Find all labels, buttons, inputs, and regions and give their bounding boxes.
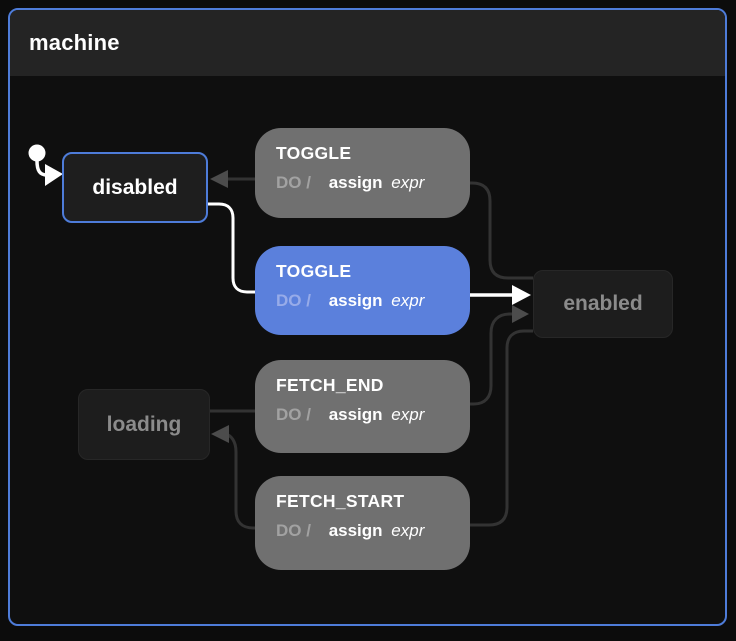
event-node-toggle-to-disabled[interactable]: TOGGLE DO / assign expr [255, 128, 470, 218]
state-label: enabled [563, 292, 643, 315]
event-label: FETCH_START [276, 491, 405, 511]
event-node-fetch-start[interactable]: FETCH_START DO / assign expr [255, 476, 470, 570]
do-label: DO / [276, 521, 311, 540]
event-action-row: DO / assign expr [276, 291, 449, 311]
do-label: DO / [276, 405, 311, 424]
do-label: DO / [276, 173, 311, 192]
machine-title: machine [29, 30, 120, 55]
event-label: TOGGLE [276, 143, 352, 163]
event-node-fetch-end[interactable]: FETCH_END DO / assign expr [255, 360, 470, 453]
state-label: loading [106, 412, 182, 436]
action-arg: expr [391, 405, 425, 424]
action-arg: expr [391, 291, 425, 310]
action-name: assign [328, 291, 383, 310]
action-name: assign [328, 521, 383, 540]
state-node-enabled[interactable]: enabled [533, 270, 673, 338]
action-arg: expr [391, 521, 425, 540]
state-node-loading[interactable]: loading [78, 389, 210, 460]
state-node-disabled[interactable]: disabled [62, 152, 208, 223]
action-name: assign [328, 173, 383, 192]
event-label: TOGGLE [276, 261, 352, 281]
event-action-row: DO / assign expr [276, 173, 449, 193]
event-action-row: DO / assign expr [276, 521, 449, 541]
do-label: DO / [276, 291, 311, 310]
action-name: assign [328, 405, 383, 424]
event-node-toggle-to-enabled-active[interactable]: TOGGLE DO / assign expr [255, 246, 470, 335]
action-arg: expr [391, 173, 425, 192]
event-action-row: DO / assign expr [276, 405, 449, 425]
event-label: FETCH_END [276, 375, 384, 395]
state-label: disabled [92, 175, 178, 199]
machine-header[interactable]: machine [10, 10, 725, 76]
